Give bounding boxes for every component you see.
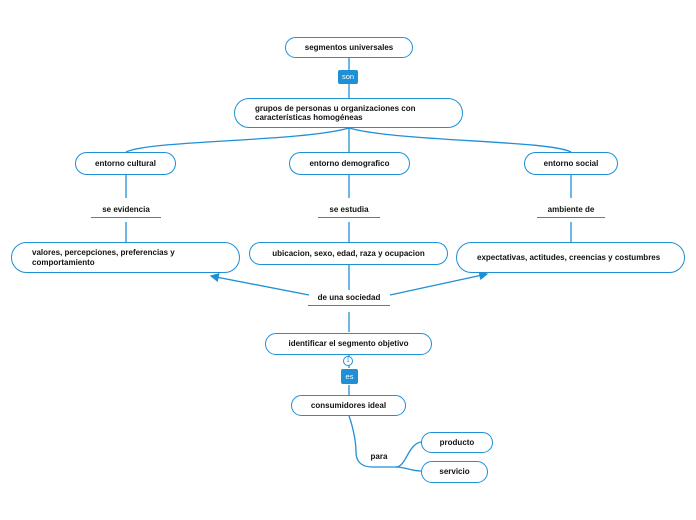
link-grupos-social bbox=[348, 127, 572, 153]
label-para[interactable]: para bbox=[364, 453, 394, 464]
label-se-estudia-text: se estudia bbox=[329, 205, 369, 214]
arrow-sociedad-valores bbox=[209, 273, 310, 296]
node-valores[interactable]: valores, percepciones, preferencias y co… bbox=[11, 242, 240, 273]
node-ubicacion-text: ubicacion, sexo, edad, raza y ocupacion bbox=[272, 248, 425, 258]
node-expectativas-text: expectativas, actitudes, creencias y cos… bbox=[477, 252, 661, 262]
tag-son-text: son bbox=[341, 72, 355, 82]
label-se-evidencia[interactable]: se evidencia bbox=[91, 206, 161, 218]
label-de-una-sociedad-text: de una sociedad bbox=[317, 293, 381, 302]
label-se-evidencia-text: se evidencia bbox=[102, 205, 150, 214]
node-entorno-social[interactable]: entorno social bbox=[524, 152, 618, 175]
node-grupos-de-personas[interactable]: grupos de personas u organizaciones con … bbox=[234, 98, 463, 128]
node-servicio-text: servicio bbox=[439, 467, 470, 477]
node-entorno-social-text: entorno social bbox=[543, 158, 599, 168]
tag-son[interactable]: son bbox=[338, 70, 358, 84]
node-valores-text: valores, percepciones, preferencias y co… bbox=[32, 248, 175, 267]
label-de-una-sociedad[interactable]: de una sociedad bbox=[308, 294, 390, 306]
arrow-sociedad-expectativas bbox=[389, 271, 489, 296]
link-consumidores-para bbox=[348, 415, 396, 468]
node-consumidores-ideal[interactable]: consumidores ideal bbox=[291, 395, 406, 416]
count-badge-text: 1 bbox=[346, 358, 350, 364]
node-entorno-cultural-text: entorno cultural bbox=[95, 158, 156, 168]
node-producto[interactable]: producto bbox=[421, 432, 493, 453]
count-badge[interactable]: 1 bbox=[343, 356, 353, 366]
tag-es[interactable]: es bbox=[341, 369, 358, 384]
node-entorno-demografico[interactable]: entorno demografico bbox=[289, 152, 410, 175]
node-consumidores-ideal-text: consumidores ideal bbox=[310, 400, 387, 410]
tag-es-text: es bbox=[345, 371, 354, 381]
node-ubicacion[interactable]: ubicacion, sexo, edad, raza y ocupacion bbox=[249, 242, 448, 265]
node-identificar-segmento[interactable]: identificar el segmento objetivo bbox=[265, 333, 432, 355]
label-ambiente-de[interactable]: ambiente de bbox=[537, 206, 605, 218]
node-entorno-cultural[interactable]: entorno cultural bbox=[75, 152, 176, 175]
node-grupos-de-personas-text: grupos de personas u organizaciones con … bbox=[255, 103, 416, 122]
node-segmentos-universales[interactable]: segmentos universales bbox=[285, 37, 413, 58]
node-servicio[interactable]: servicio bbox=[421, 461, 488, 483]
node-segmentos-universales-text: segmentos universales bbox=[304, 42, 394, 52]
label-se-estudia[interactable]: se estudia bbox=[318, 206, 380, 218]
label-para-text: para bbox=[370, 452, 388, 461]
node-identificar-segmento-text: identificar el segmento objetivo bbox=[288, 339, 409, 349]
node-entorno-demografico-text: entorno demografico bbox=[309, 158, 390, 168]
label-ambiente-de-text: ambiente de bbox=[547, 205, 595, 214]
link-grupos-cultural bbox=[125, 127, 350, 153]
link-para-servicio bbox=[395, 466, 422, 472]
node-expectativas[interactable]: expectativas, actitudes, creencias y cos… bbox=[456, 242, 685, 273]
link-para-producto bbox=[395, 441, 422, 468]
node-producto-text: producto bbox=[439, 437, 475, 447]
